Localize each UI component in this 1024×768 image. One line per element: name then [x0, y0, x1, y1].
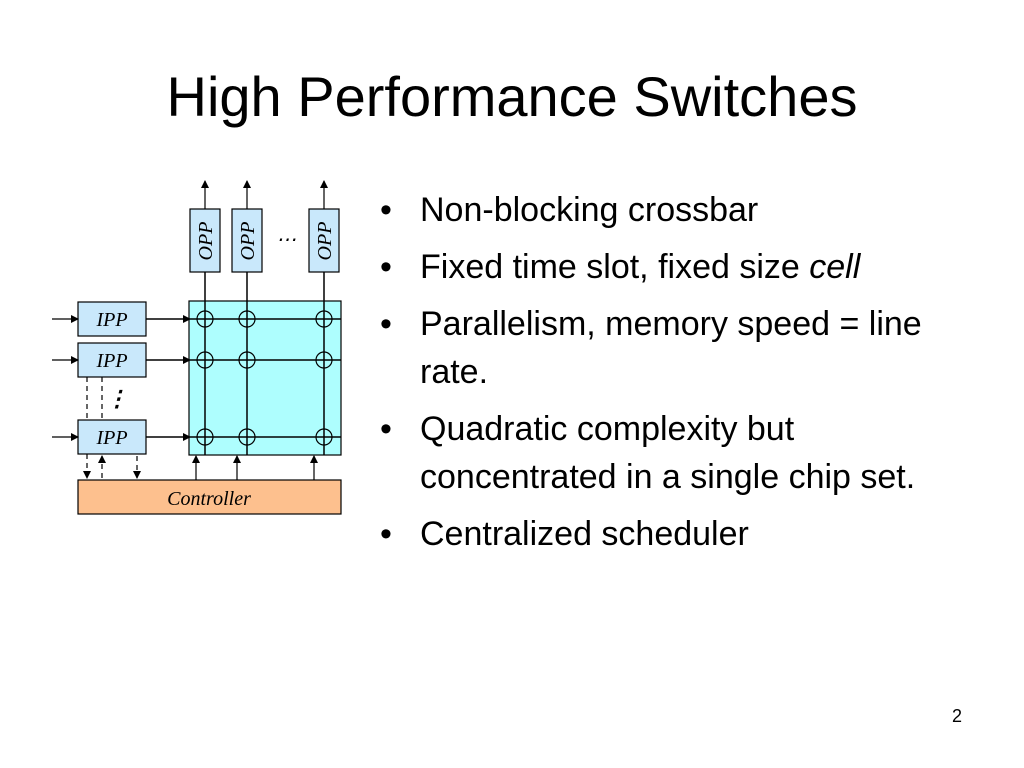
crossbar-row-arrows [176, 315, 191, 441]
control-signal-lines [83, 377, 141, 479]
ipp-input-arrows [52, 315, 79, 441]
ipp-label: IPP [95, 350, 127, 372]
opp-box [308, 208, 340, 273]
opp-label: OPP [314, 222, 336, 261]
ipp-box [77, 419, 147, 455]
opp-box [189, 208, 221, 273]
ipp-ports: IPP IPP IPP ⋮ [77, 301, 147, 455]
bullet-item: • Centralized scheduler [380, 510, 970, 558]
opp-output-arrows [201, 180, 328, 209]
bullet-item: • Quadratic complexity but concentrated i… [380, 405, 970, 501]
bullet-dot: • [380, 248, 392, 286]
bullet-dot: • [380, 410, 392, 448]
bullet-text: Parallelism, memory speed = line rate. [420, 305, 922, 391]
ipp-box [77, 342, 147, 378]
bullet-text: Centralized scheduler [420, 515, 749, 553]
bullet-dot: • [380, 191, 392, 229]
slide-title: High Performance Switches [166, 65, 858, 128]
crosspoints [196, 310, 333, 446]
controller-label: Controller [167, 488, 251, 510]
bullet-text: Non-blocking crossbar [420, 191, 759, 229]
opp-label: OPP [237, 222, 259, 261]
opp-ellipsis: ⋯ [276, 229, 296, 251]
crossbar-columns [204, 272, 325, 455]
ipp-ellipsis: ⋮ [106, 386, 128, 411]
controller-box [77, 479, 342, 515]
page-number: 2 [951, 706, 962, 726]
bullet-list: • Non-blocking crossbar • Fixed time slot, … [380, 186, 970, 567]
ipp-box [77, 301, 147, 337]
opp-label: OPP [195, 222, 217, 261]
bullet-text: Quadratic complexity but concentrated in… [420, 410, 916, 496]
crossbar-fabric [188, 300, 342, 456]
ipp-label: IPP [95, 309, 127, 331]
controller-config-arrows [192, 455, 318, 480]
bullet-emphasis: cell [809, 248, 861, 286]
bullet-dot: • [380, 305, 392, 343]
bullet-text: Fixed time slot, fixed size [420, 248, 810, 286]
bullet-item: • Parallelism, memory speed = line rate. [380, 300, 970, 396]
opp-box [231, 208, 263, 273]
opp-ports: OPP OPP OPP ⋯ [189, 208, 340, 273]
crossbar-rows [146, 318, 341, 438]
bullet-item: • Non-blocking crossbar [380, 186, 970, 234]
bullet-dot: • [380, 515, 392, 553]
bullet-item: • Fixed time slot, fixed size cell [380, 243, 970, 291]
ipp-label: IPP [95, 427, 127, 449]
